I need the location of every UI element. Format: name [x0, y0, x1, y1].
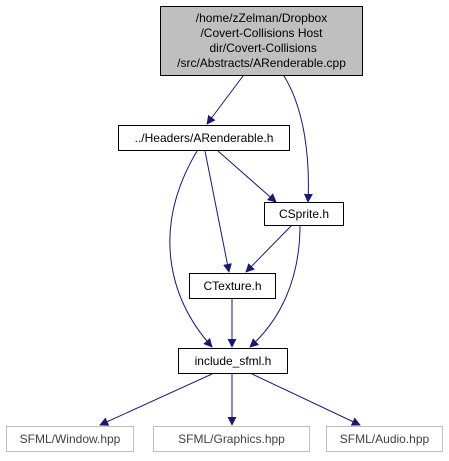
edge-root-to-arenderable-h — [206, 75, 244, 125]
edge-csprite-h-to-ctexture-h — [245, 224, 293, 273]
node-csprite-h[interactable]: CSprite.h — [264, 202, 344, 226]
edge-arenderable-h-to-include-sfml-h — [169, 150, 213, 348]
edge-arenderable-h-to-ctexture-h — [204, 150, 232, 273]
node-ctexture-h[interactable]: CTexture.h — [189, 273, 276, 299]
node-sfml-graphics-hpp: SFML/Graphics.hpp — [153, 426, 310, 452]
node-sfml-audio-hpp: SFML/Audio.hpp — [326, 426, 443, 452]
root-line-2: /Covert-Collisions Host — [200, 26, 323, 40]
edge-arenderable-h-to-csprite-h — [217, 150, 277, 203]
node-sfml-window-hpp: SFML/Window.hpp — [6, 426, 134, 452]
node-headers-arenderable-h[interactable]: ../Headers/ARenderable.h — [118, 125, 290, 151]
edge-csprite-h-to-include-sfml-h — [249, 224, 301, 348]
edge-root-to-csprite-h — [283, 75, 313, 203]
node-include-sfml-h[interactable]: include_sfml.h — [178, 348, 288, 374]
edge-include-sfml-h-to-sfml-window-hpp — [99, 373, 213, 426]
node-arenderable-cpp: /home/zZelman/Dropbox /Covert-Collisions… — [160, 6, 363, 76]
root-line-1: /home/zZelman/Dropbox — [195, 11, 328, 25]
edge-include-sfml-h-to-sfml-audio-hpp — [251, 373, 361, 426]
root-line-4: /src/Abstracts/ARenderable.cpp — [177, 56, 346, 70]
root-line-3: dir/Covert-Collisions — [206, 41, 317, 55]
